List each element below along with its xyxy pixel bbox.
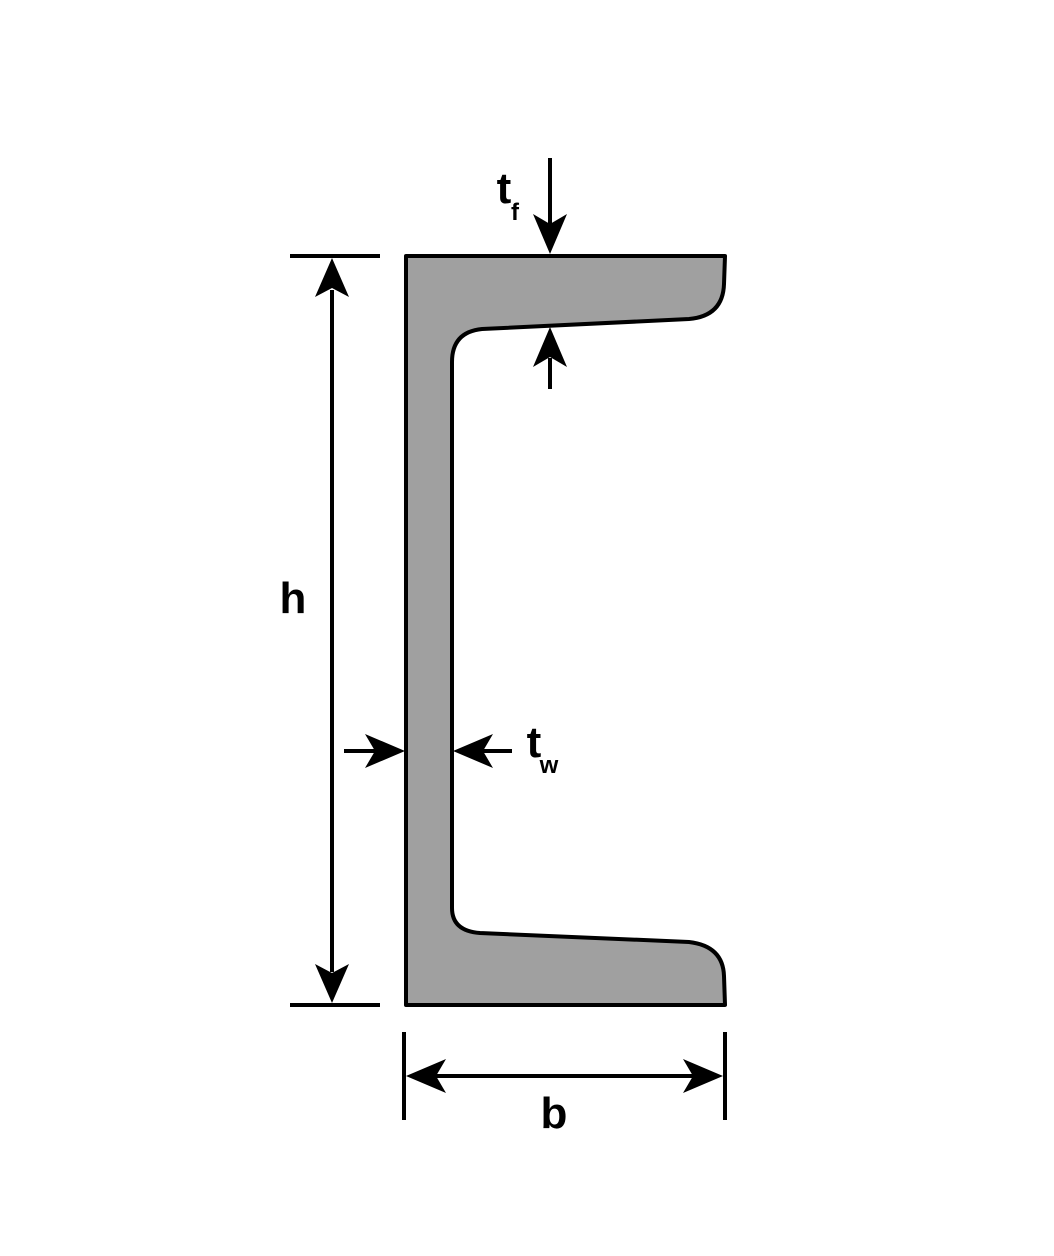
flange-thickness-label: t [497, 164, 512, 213]
web-thickness-arrowhead-right [453, 734, 493, 768]
web-thickness-subscript: w [539, 752, 559, 779]
height-label: h [280, 574, 307, 623]
height-dimension [290, 254, 380, 1007]
web-thickness-arrowhead-left [365, 734, 405, 768]
web-thickness-dimension [344, 734, 512, 768]
width-arrowhead-left [406, 1059, 446, 1093]
flange-thickness-dimension [533, 158, 567, 389]
channel-section-shape [404, 254, 727, 1007]
width-dimension [402, 1032, 727, 1120]
flange-thickness-label-main: t [497, 164, 512, 213]
height-arrowhead-bottom [315, 964, 349, 1003]
web-thickness-label: t [527, 718, 542, 767]
width-label: b [541, 1089, 568, 1138]
flange-thickness-subscript: f [511, 199, 520, 226]
flange-thickness-arrowhead-bottom [533, 327, 567, 367]
height-arrowhead-top [315, 258, 349, 297]
width-arrowhead-right [683, 1059, 723, 1093]
flange-thickness-arrowhead-top [533, 214, 567, 254]
